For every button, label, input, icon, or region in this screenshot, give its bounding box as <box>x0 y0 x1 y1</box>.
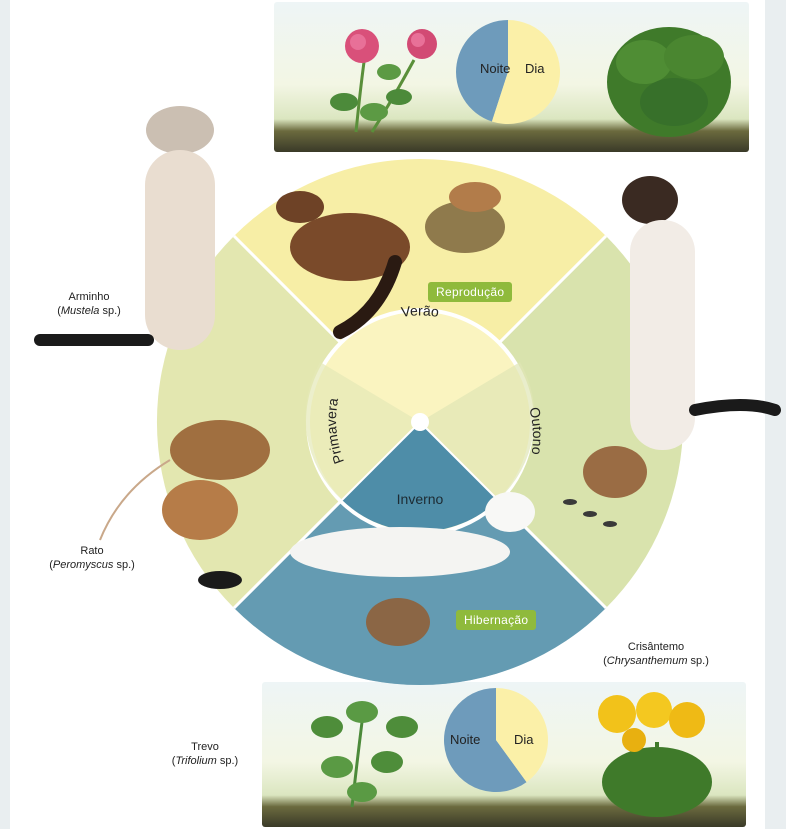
hibernation-tag: Hibernação <box>456 610 536 630</box>
chrysanthemum-label: Crisântemo(Chrysanthemum sp.) <box>576 640 736 668</box>
season-label-winter: Inverno <box>397 491 444 507</box>
clover-label: Trevo(Trifolium sp.) <box>150 740 260 768</box>
left-animals-illustration <box>30 90 270 560</box>
reproduction-tag: Reprodução <box>428 282 512 302</box>
chrysanthemum-common-name: Crisântemo <box>628 641 684 653</box>
chrysanthemum-scientific-name: Chrysanthemum <box>607 655 688 667</box>
mouse-common-name: Rato <box>80 545 103 557</box>
autumn-stoat-illustration <box>615 170 785 470</box>
stoat-suffix: sp.) <box>99 305 120 317</box>
clover-common-name: Trevo <box>191 741 219 753</box>
mouse-suffix: sp.) <box>113 559 134 571</box>
clover-suffix: sp.) <box>217 755 238 767</box>
day-label-bottom: Dia <box>514 732 534 747</box>
leafy-clover-illustration <box>311 701 418 807</box>
wheel-hub <box>411 413 429 431</box>
night-label-bottom: Noite <box>450 732 480 747</box>
stoat-common-name: Arminho <box>69 291 110 303</box>
stoat-label: Arminho(Mustela sp.) <box>34 290 144 318</box>
clover-scientific-name: Trifolium <box>175 755 216 767</box>
day-night-pie-bottom: Noite Dia <box>440 684 552 796</box>
hibernating-mouse-illustration <box>366 598 430 646</box>
leafy-chrysanthemum-illustration <box>607 27 731 137</box>
mouse-label: Rato(Peromyscus sp.) <box>22 544 162 572</box>
night-label-top: Noite <box>480 61 510 76</box>
chrysanthemum-suffix: sp.) <box>687 655 708 667</box>
mouse-scientific-name: Peromyscus <box>53 559 114 571</box>
stoat-scientific-name: Mustela <box>61 305 100 317</box>
flowering-chrysanthemum-illustration <box>598 692 712 817</box>
flowering-clover-illustration <box>330 29 437 132</box>
season-label-summer: Verão <box>400 302 440 320</box>
day-night-pie-top: Noite Dia <box>452 16 564 128</box>
day-label-top: Dia <box>525 61 545 76</box>
spring-mice-illustration <box>100 420 270 540</box>
